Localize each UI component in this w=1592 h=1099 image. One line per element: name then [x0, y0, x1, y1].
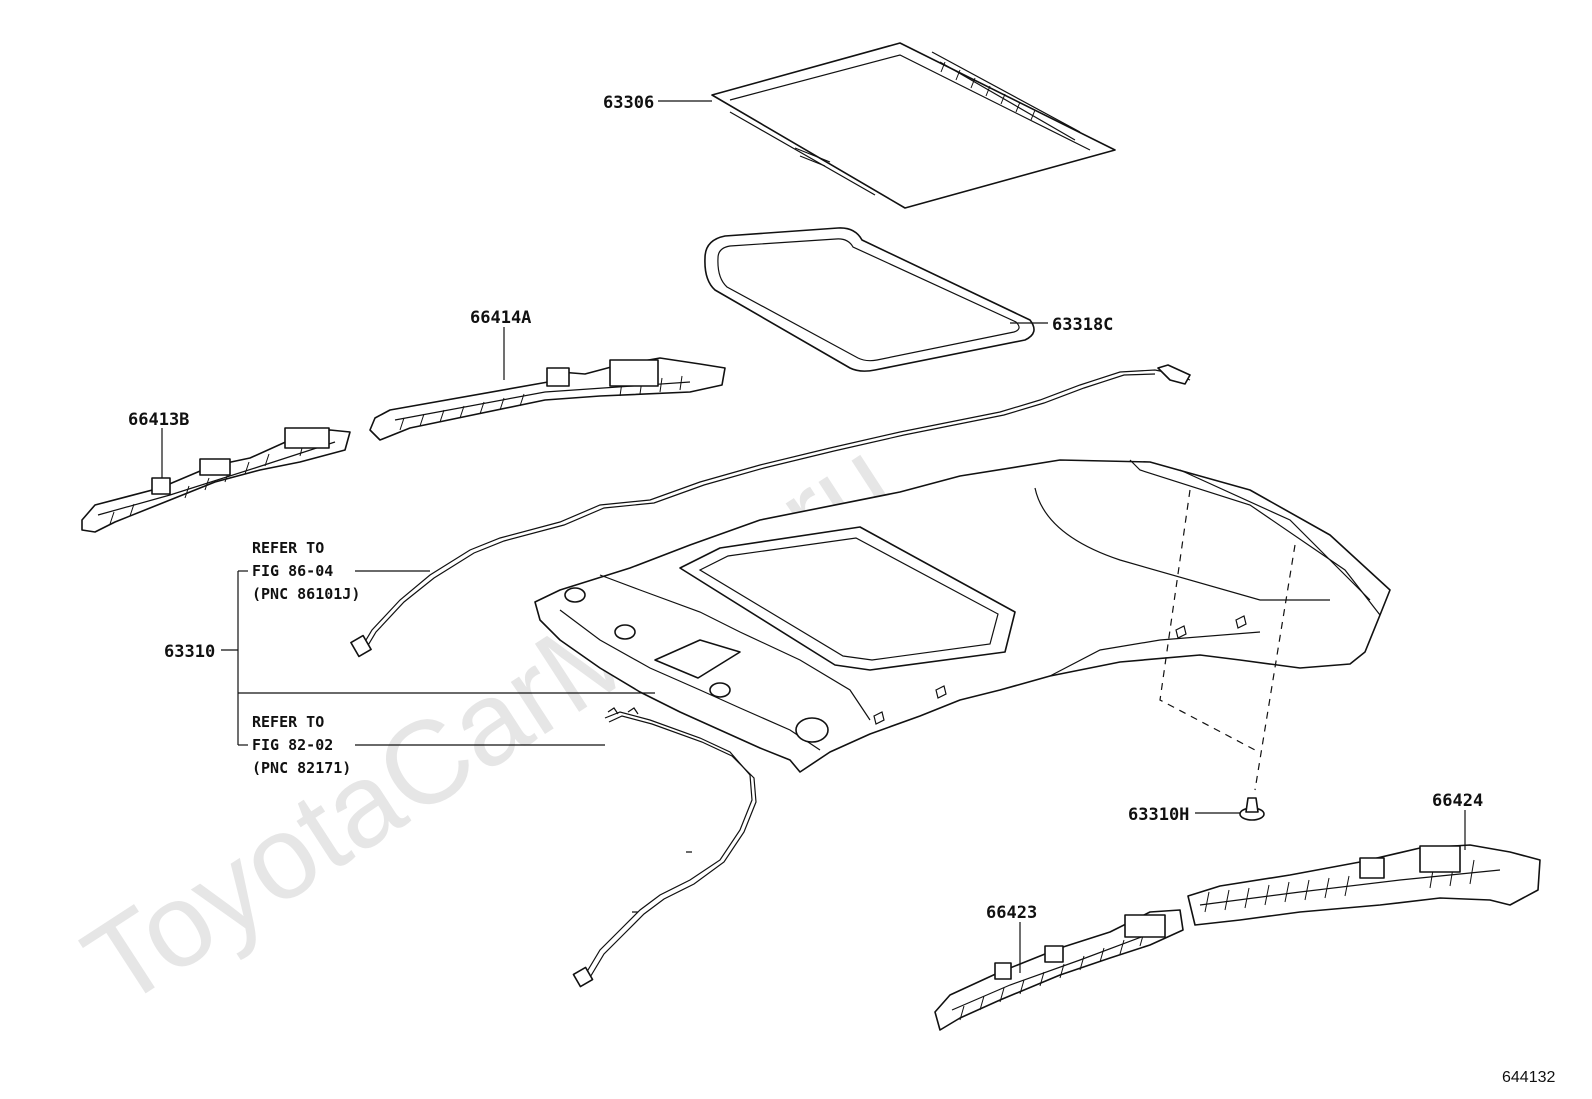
reference-lower-line2: FIG 82-02: [252, 736, 333, 754]
callout-63310h: 63310H: [1128, 805, 1189, 825]
reference-lower-line3: (PNC 82171): [252, 759, 351, 777]
sunshade-part: [711, 42, 1116, 209]
retainer-66413b-part: [81, 427, 351, 533]
reference-upper-line1: REFER TO: [252, 539, 324, 557]
clip-63310h-part: [1239, 797, 1265, 821]
callout-66413b: 66413B: [128, 410, 189, 430]
reference-lower-line1: REFER TO: [252, 713, 324, 731]
headliner-part: [534, 459, 1391, 773]
reference-upper-line3: (PNC 86101J): [252, 585, 360, 603]
projection-lines: [1159, 489, 1296, 791]
callout-63306: 63306: [603, 93, 654, 113]
reference-upper-line2: FIG 86-04: [252, 562, 333, 580]
retainer-66414a-part: [369, 357, 726, 441]
callout-66424: 66424: [1432, 791, 1483, 811]
roof-wire-harness-upper: [350, 364, 1191, 658]
leader-lines: [161, 100, 1466, 973]
retainer-66423-part: [934, 909, 1184, 1031]
roof-wire-harness-lower: [572, 707, 757, 988]
sunroof-seal-part: [704, 227, 1035, 372]
callout-63318c: 63318C: [1052, 315, 1113, 335]
callout-66423: 66423: [986, 903, 1037, 923]
callout-63310: 63310: [164, 642, 215, 662]
figure-id: 644132: [1502, 1069, 1555, 1086]
retainer-66424-part: [1187, 844, 1541, 926]
callout-66414a: 66414A: [470, 308, 531, 328]
